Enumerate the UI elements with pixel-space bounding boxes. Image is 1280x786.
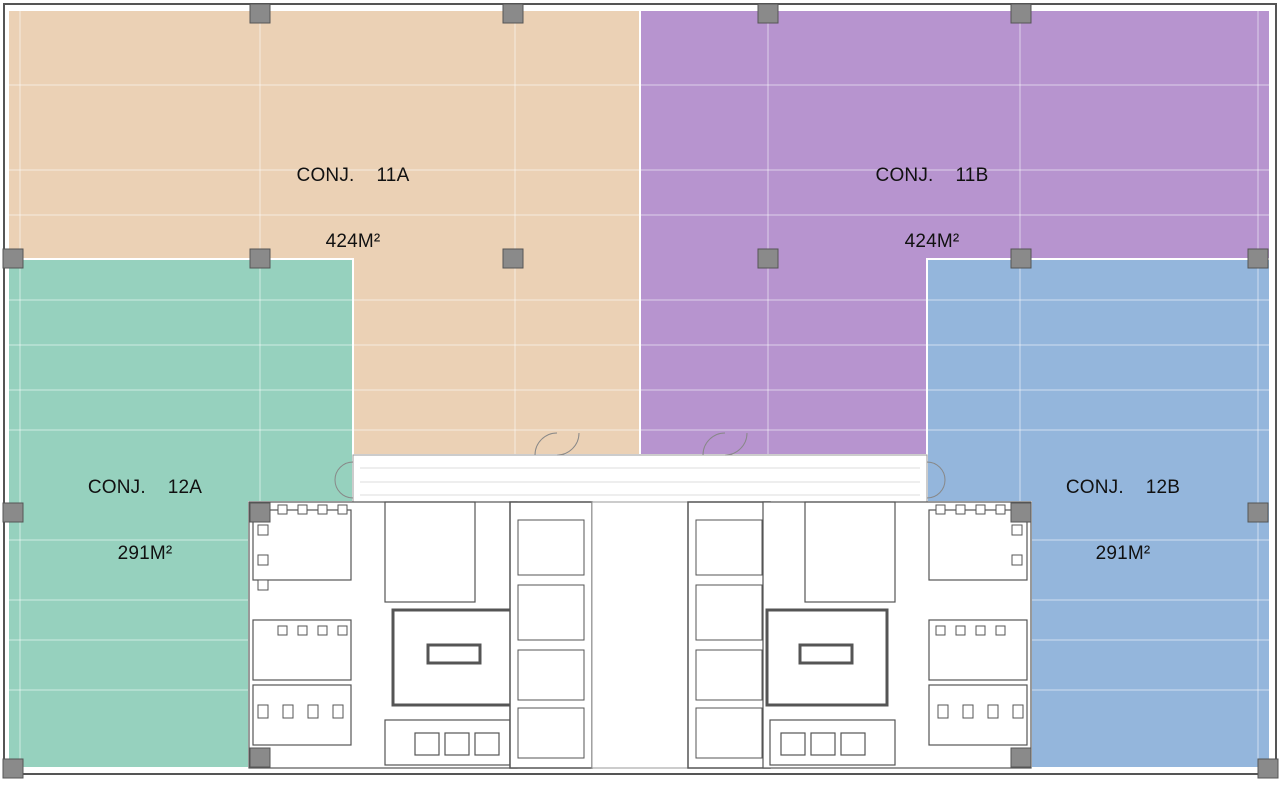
unit-12b-area-text: 291M²	[1095, 543, 1151, 564]
column-16	[249, 747, 271, 768]
unit-12b-label: CONJ. 12B 291M²	[1023, 433, 1223, 587]
unit-12b-name: CONJ. 12B	[1065, 477, 1181, 498]
column-13	[1010, 502, 1032, 523]
column-14	[1247, 502, 1269, 523]
column-1	[249, 3, 271, 24]
right-elevator-bank	[687, 501, 771, 769]
structural-columns	[2, 3, 1279, 779]
column-6	[249, 248, 271, 269]
column-18	[1257, 758, 1279, 779]
column-4	[1010, 3, 1032, 24]
left-restroom-fixtures	[257, 504, 348, 719]
right-restroom-fixtures	[935, 504, 1024, 719]
unit-12a-name: CONJ. 12A	[87, 477, 203, 498]
column-12	[249, 502, 271, 523]
column-3	[757, 3, 779, 24]
unit-11b-label: CONJ. 11B 424M²	[832, 121, 1032, 275]
unit-11a-area-text: 424M²	[325, 231, 381, 252]
column-5	[2, 248, 24, 269]
column-8	[757, 248, 779, 269]
unit-12a-area-text: 291M²	[117, 543, 173, 564]
central-hall	[591, 501, 689, 769]
grid-lines	[8, 10, 1270, 768]
column-10	[1247, 248, 1269, 269]
lobby-doors[interactable]	[334, 432, 946, 499]
column-15	[2, 758, 24, 779]
column-2	[502, 3, 524, 24]
column-7	[502, 248, 524, 269]
unit-11b-name: CONJ. 11B	[875, 165, 989, 186]
column-9	[1010, 248, 1032, 269]
unit-12a-label: CONJ. 12A 291M²	[45, 433, 245, 587]
left-service-core	[248, 501, 518, 769]
unit-11b-area-text: 424M²	[904, 231, 960, 252]
column-17	[1010, 747, 1032, 768]
column-11	[2, 502, 24, 523]
unit-11a-label: CONJ. 11A 424M²	[253, 121, 453, 275]
lobby-corridor	[352, 454, 928, 504]
lobby-floor-pattern	[360, 467, 920, 496]
right-service-core	[762, 501, 1032, 769]
unit-11a-name: CONJ. 11A	[296, 165, 410, 186]
left-elevator-bank	[509, 501, 593, 769]
